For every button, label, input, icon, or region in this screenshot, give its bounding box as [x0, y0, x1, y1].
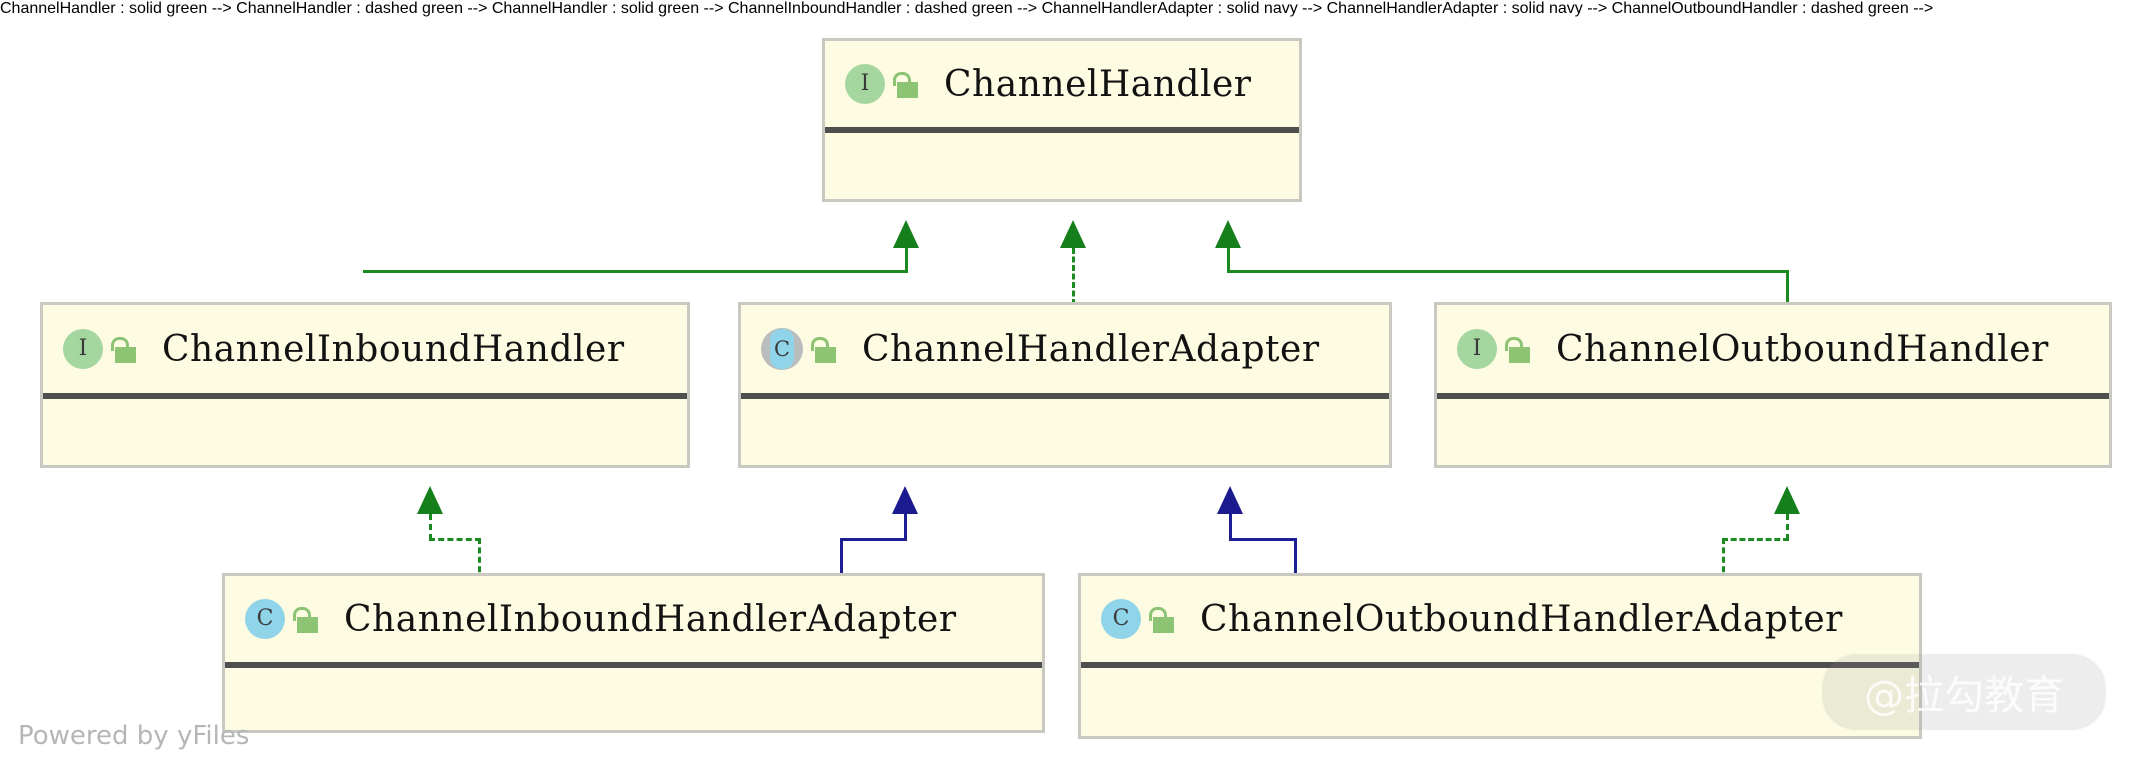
arrowhead-triangle-filled	[893, 220, 919, 248]
edge-segment	[1072, 248, 1075, 322]
open-padlock-icon	[892, 70, 918, 98]
open-padlock-icon	[1148, 605, 1174, 633]
edge-segment	[905, 248, 908, 273]
interface-icon: I	[1457, 329, 1497, 369]
edge-segment	[1294, 538, 1297, 591]
padlock-body	[815, 347, 836, 363]
abstract-class-glyph: C	[770, 329, 794, 369]
edge-segment	[1229, 514, 1232, 540]
padlock-shackle	[1505, 337, 1523, 351]
class-icon: C	[1101, 599, 1141, 639]
arrowhead-triangle-filled	[1217, 486, 1243, 514]
interface-glyph: I	[63, 329, 103, 369]
powered-by-label: Powered by yFiles	[18, 721, 250, 751]
class-node-header: I ChannelOutboundHandler	[1437, 305, 2109, 393]
class-members-section	[1437, 399, 2109, 465]
class-node-channel-handler-adapter[interactable]: C ChannelHandlerAdapter	[738, 302, 1392, 468]
class-node-channel-inbound-handler-adapter[interactable]: C ChannelInboundHandlerAdapter	[222, 573, 1045, 733]
padlock-body	[115, 347, 136, 363]
edge-segment	[363, 270, 908, 273]
edge-segment	[429, 514, 432, 540]
padlock-body	[297, 617, 318, 633]
open-padlock-icon	[1504, 335, 1530, 363]
class-node-header: C ChannelHandlerAdapter	[741, 305, 1389, 393]
interface-glyph: I	[1457, 329, 1497, 369]
class-section-divider	[741, 393, 1389, 399]
edge-segment	[904, 514, 907, 540]
class-members-section	[741, 399, 1389, 465]
edge-segment	[429, 538, 481, 541]
edge-segment	[478, 538, 481, 591]
class-node-header: I ChannelHandler	[825, 41, 1299, 127]
edge-segment	[840, 538, 843, 591]
class-node-header: C ChannelInboundHandlerAdapter	[225, 576, 1042, 662]
edge-segment	[1722, 538, 1725, 591]
padlock-body	[1153, 617, 1174, 633]
edge-segment	[1786, 514, 1789, 540]
class-node-channel-outbound-handler[interactable]: I ChannelOutboundHandler	[1434, 302, 2112, 468]
arrowhead-triangle-filled	[417, 486, 443, 514]
class-glyph: C	[245, 599, 285, 639]
interface-glyph: I	[845, 64, 885, 104]
arrowhead-triangle-filled	[1215, 220, 1241, 248]
class-glyph: C	[1101, 599, 1141, 639]
class-section-divider	[1437, 393, 2109, 399]
class-icon: C	[245, 599, 285, 639]
class-name-label: ChannelHandlerAdapter	[862, 328, 1320, 370]
class-members-section	[43, 399, 687, 465]
arrowhead-triangle-filled	[1774, 486, 1800, 514]
edge-segment	[1227, 248, 1230, 273]
arrowhead-triangle-filled	[1060, 220, 1086, 248]
padlock-body	[1509, 347, 1530, 363]
class-name-label: ChannelOutboundHandler	[1556, 328, 2049, 370]
powered-by-credit: Powered by yFiles	[18, 721, 249, 751]
class-section-divider	[43, 393, 687, 399]
class-node-channel-inbound-handler[interactable]: I ChannelInboundHandler	[40, 302, 690, 468]
class-name-label: ChannelHandler	[944, 63, 1252, 105]
padlock-body	[897, 82, 918, 98]
class-node-header: I ChannelInboundHandler	[43, 305, 687, 393]
open-padlock-icon	[110, 335, 136, 363]
class-name-label: ChannelOutboundHandlerAdapter	[1200, 598, 1843, 640]
padlock-shackle	[1149, 607, 1167, 621]
open-padlock-icon	[292, 605, 318, 633]
padlock-shackle	[893, 72, 911, 86]
padlock-shackle	[111, 337, 129, 351]
class-name-label: ChannelInboundHandlerAdapter	[344, 598, 957, 640]
class-members-section	[1081, 668, 1919, 736]
class-node-channel-outbound-handler-adapter[interactable]: C ChannelOutboundHandlerAdapter	[1078, 573, 1922, 739]
edge-segment	[1786, 270, 1789, 322]
class-section-divider	[825, 127, 1299, 133]
class-name-label: ChannelInboundHandler	[162, 328, 625, 370]
class-section-divider	[225, 662, 1042, 668]
open-padlock-icon	[810, 335, 836, 363]
interface-icon: I	[845, 64, 885, 104]
edge-segment	[1227, 270, 1789, 273]
class-members-section	[825, 133, 1299, 199]
class-node-channel-handler[interactable]: I ChannelHandler	[822, 38, 1302, 202]
class-members-section	[225, 668, 1042, 730]
padlock-shackle	[293, 607, 311, 621]
class-section-divider	[1081, 662, 1919, 668]
edge-segment	[1229, 538, 1297, 541]
abstract-class-icon: C	[761, 328, 803, 370]
padlock-shackle	[811, 337, 829, 351]
arrowhead-triangle-filled	[892, 486, 918, 514]
class-node-header: C ChannelOutboundHandlerAdapter	[1081, 576, 1919, 662]
edge-segment	[1722, 538, 1789, 541]
interface-icon: I	[63, 329, 103, 369]
edge-segment	[840, 538, 907, 541]
